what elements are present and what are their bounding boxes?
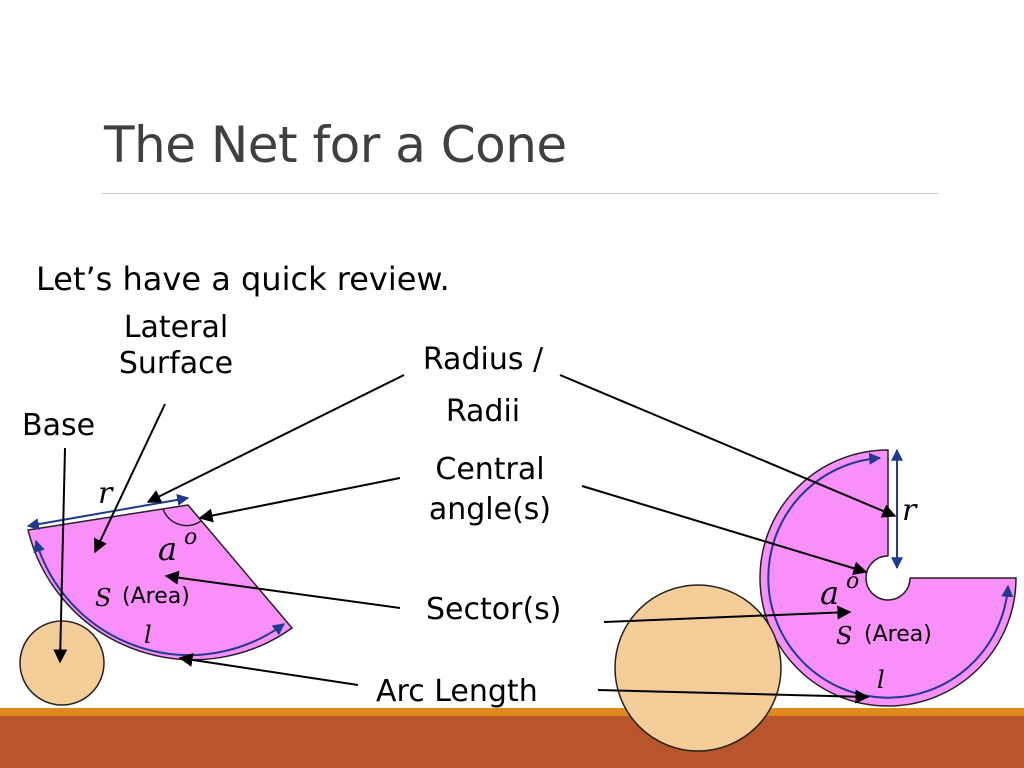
- right-area-label: (Area): [864, 622, 932, 647]
- lateral-surface-label: Lateral Surface: [98, 310, 254, 382]
- left-area-label: (Area): [122, 584, 190, 609]
- arc-length-label: Arc Length: [376, 674, 538, 709]
- right-central-angle-mark: [865, 555, 911, 601]
- right-arc-length-indicator: [767, 452, 1014, 699]
- left-a-symbol: a: [158, 530, 177, 568]
- slide-subtitle: Let’s have a quick review.: [36, 260, 450, 298]
- lateral-surface-pointer: [94, 403, 166, 554]
- right-degree-symbol: o: [846, 569, 859, 594]
- central-angle-pointer-left: [198, 477, 401, 523]
- slide-title: The Net for a Cone: [104, 116, 567, 174]
- left-arc-length-indicator: [33, 539, 285, 657]
- footer-stripe: [0, 708, 1024, 716]
- right-base-circle: [614, 584, 782, 752]
- left-base-circle: [19, 620, 105, 706]
- central-angle-line-1: Central: [435, 452, 545, 487]
- central-angle-line-2: angle(s): [428, 492, 552, 527]
- radius-label: Radius / Radii: [404, 334, 562, 438]
- left-l-symbol: l: [144, 621, 152, 649]
- sector-pointer-left: [164, 570, 401, 609]
- arc-length-pointer-left: [178, 652, 359, 686]
- radius-line-1: Radius /: [422, 342, 544, 377]
- right-r-symbol: r: [902, 493, 918, 528]
- lateral-surface-line-1: Lateral: [123, 310, 229, 345]
- left-s-symbol: S: [95, 584, 111, 612]
- right-l-symbol: l: [877, 666, 885, 694]
- arc-length-pointer-right: [597, 689, 870, 704]
- title-divider: [102, 193, 938, 194]
- right-a-symbol: a: [820, 574, 839, 612]
- radius-line-2: Radii: [445, 394, 521, 429]
- sector-label: Sector(s): [426, 592, 562, 627]
- base-label: Base: [22, 408, 96, 443]
- sector-pointer-right: [603, 605, 852, 623]
- radius-pointer-right: [559, 374, 897, 518]
- left-degree-symbol: o: [184, 525, 197, 550]
- right-s-symbol: S: [836, 622, 852, 650]
- central-angle-label: Central angle(s): [410, 450, 570, 530]
- base-pointer: [53, 447, 68, 664]
- footer-bar: [0, 716, 1024, 768]
- left-r-symbol: r: [98, 476, 114, 511]
- central-angle-pointer-right: [581, 485, 868, 576]
- lateral-surface-line-2: Surface: [118, 346, 234, 381]
- radius-pointer-left: [146, 374, 405, 503]
